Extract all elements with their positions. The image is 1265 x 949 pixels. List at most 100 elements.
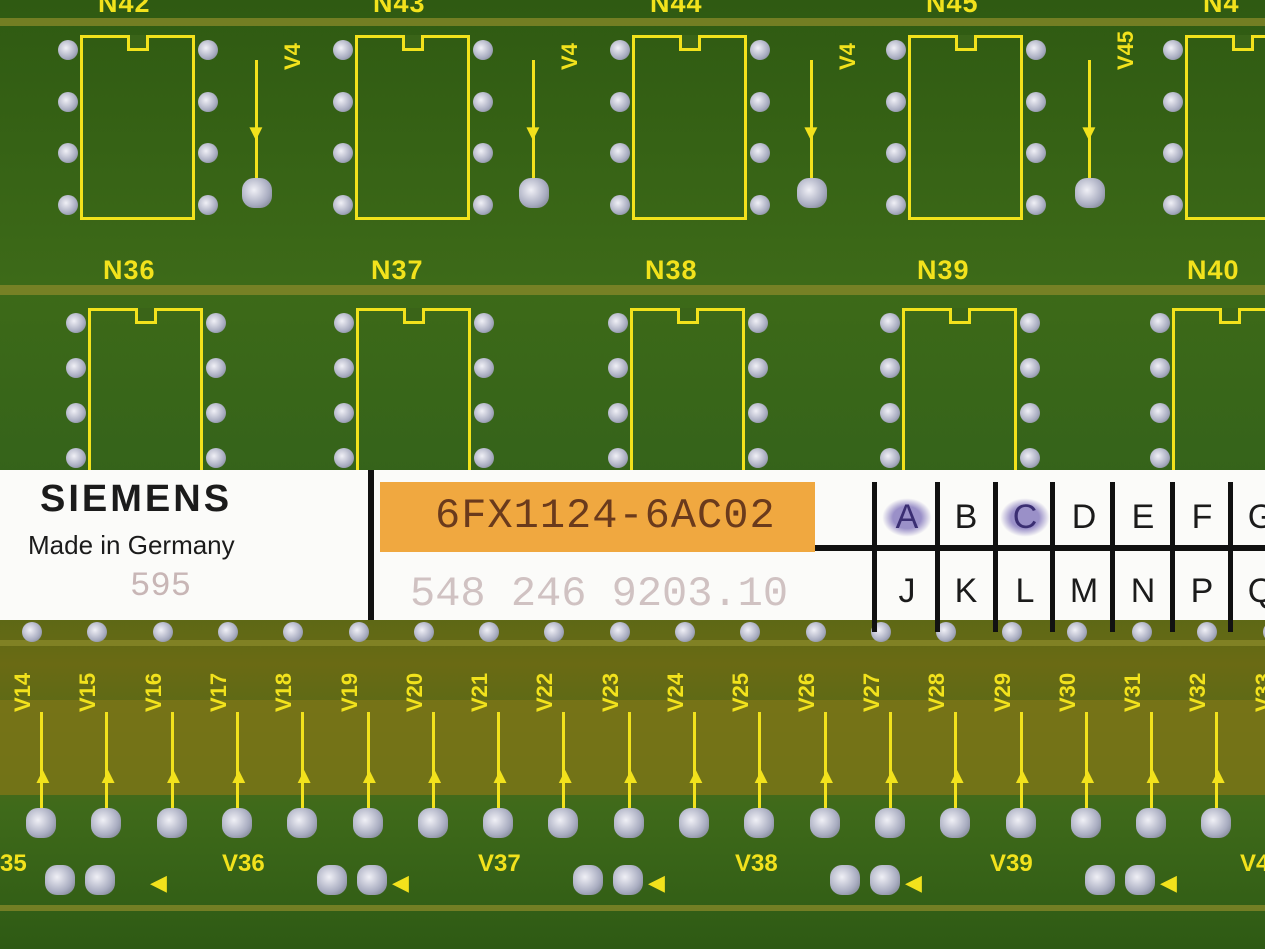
- solder-pad: [58, 91, 78, 112]
- diode-lead: [627, 712, 631, 817]
- solder-pad: [1163, 40, 1183, 60]
- solder-pad: [740, 622, 761, 642]
- solder-pad: [1001, 622, 1022, 642]
- diode-label: 35: [0, 850, 27, 877]
- diode-symbol: ▼: [245, 120, 267, 145]
- solder-pad: [479, 622, 500, 642]
- solder-pad: [880, 313, 900, 333]
- solder-pad: [333, 195, 353, 215]
- solder-pad: [936, 622, 957, 642]
- diode-lead: [810, 60, 813, 180]
- diode-symbol: ▲: [880, 763, 903, 788]
- ic-chip: [630, 308, 745, 473]
- diode-label: V33: [1250, 672, 1265, 712]
- solder-pad: [1085, 865, 1115, 895]
- diode-label: V28: [924, 672, 950, 712]
- solder-pad: [748, 358, 768, 378]
- solder-pad: [217, 622, 238, 642]
- diode-symbol: ▲: [489, 763, 511, 788]
- chip-label: N4: [1203, 0, 1240, 18]
- solder-pad: [26, 808, 56, 838]
- diode-lead: [1150, 712, 1154, 817]
- pin-label: V4: [280, 43, 305, 70]
- diode-lead: [562, 712, 566, 817]
- solder-pad: [287, 808, 318, 838]
- grid-line: [993, 482, 998, 632]
- diode-label: V15: [75, 672, 101, 712]
- solder-pad: [85, 865, 115, 895]
- solder-pad: [1020, 448, 1040, 468]
- solder-pad: [748, 313, 768, 333]
- grid-line: [1110, 482, 1115, 632]
- diode-lead: [105, 712, 109, 817]
- solder-pad: [1197, 622, 1218, 642]
- ic-chip: [80, 35, 195, 220]
- solder-pad: [206, 358, 226, 378]
- diode-label: V37: [478, 850, 521, 877]
- revision-letter: M: [1069, 572, 1099, 610]
- solder-pad: [1201, 808, 1232, 838]
- solder-pad: [608, 448, 628, 468]
- solder-pad: [1020, 403, 1040, 423]
- grid-divider: [815, 545, 1265, 551]
- diode-lead: [1084, 712, 1088, 817]
- diode-label: V21: [467, 672, 493, 712]
- solder-pad: [1026, 40, 1046, 60]
- solder-pad: [45, 865, 75, 895]
- solder-pad: [886, 40, 906, 60]
- diode-lead: [235, 712, 239, 817]
- diode-symbol: ▲: [685, 763, 707, 788]
- pcb-trace: [0, 905, 1265, 911]
- diode-lead: [954, 712, 958, 817]
- solder-pad: [58, 195, 78, 215]
- solder-pad: [1163, 91, 1183, 112]
- diode-lead: [366, 712, 370, 817]
- solder-pad: [880, 358, 900, 378]
- solder-pad: [66, 448, 86, 468]
- diode-symbol: ▲: [97, 763, 120, 788]
- solder-pad: [1070, 808, 1101, 838]
- grid-line: [1228, 482, 1233, 632]
- origin-text: Made in Germany: [28, 530, 235, 560]
- product-label: SIEMENS Made in Germany 595 6FX1124-6AC0…: [0, 470, 1265, 632]
- solder-pad: [675, 622, 695, 642]
- diode-symbol: ▲: [227, 763, 250, 788]
- solder-pad: [357, 865, 387, 895]
- solder-pad: [66, 358, 86, 378]
- chip-notch: [401, 35, 424, 51]
- solder-pad: [206, 403, 226, 423]
- grid-line: [872, 482, 877, 632]
- ic-chip: [1185, 35, 1265, 220]
- solder-pad: [152, 622, 173, 642]
- diode-lead: [532, 60, 535, 180]
- revision-letter: F: [1191, 498, 1213, 536]
- solder-pad: [333, 143, 353, 164]
- diode-lead: [301, 712, 305, 817]
- solder-pad: [1005, 808, 1036, 838]
- solder-pad: [1150, 403, 1170, 423]
- solder-pad: [744, 808, 775, 838]
- solder-pad: [613, 808, 644, 838]
- diode-lead: [255, 60, 258, 180]
- diode-label: V23: [597, 672, 623, 712]
- solder-pad: [1026, 91, 1046, 112]
- solder-pad: [886, 91, 906, 112]
- solder-pad: [1150, 358, 1170, 378]
- revision-letter: N: [1130, 572, 1156, 610]
- solder-pad: [474, 448, 494, 468]
- ic-chip: [1172, 308, 1265, 473]
- solder-pad: [610, 195, 630, 215]
- solder-pad: [750, 143, 770, 164]
- diode-lead: [1215, 712, 1219, 817]
- chip-label: N44: [650, 0, 703, 18]
- diode-symbol: ▲: [423, 763, 446, 788]
- chip-notch: [134, 308, 157, 324]
- diode-lead: [888, 712, 892, 817]
- solder-pad: [474, 358, 494, 378]
- diode-symbol: ▼: [522, 120, 544, 145]
- diode-label: V36: [222, 850, 265, 877]
- solder-pad: [334, 448, 354, 468]
- solder-pad: [748, 403, 768, 423]
- chip-notch: [678, 35, 701, 51]
- solder-pad: [1262, 622, 1265, 642]
